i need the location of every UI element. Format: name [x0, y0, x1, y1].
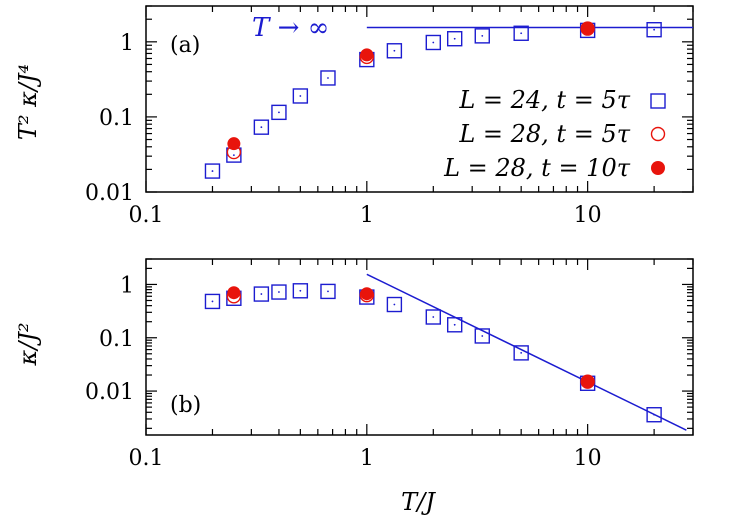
panel-label-a: (a) — [170, 33, 200, 58]
fit-line-power-law — [366, 273, 687, 431]
data-point-center-dot — [432, 41, 435, 44]
data-point-center-dot — [327, 290, 329, 293]
data-point-open-square — [292, 88, 309, 104]
legend-label-l24: L = 24, t = 5τ — [458, 86, 630, 114]
y-tick-label: 0.1 — [99, 327, 134, 352]
x-tick-label: 1 — [360, 446, 374, 471]
data-point-open-square — [474, 28, 490, 44]
data-point-center-dot — [260, 126, 263, 129]
y-axis-label-a: T² κ/J⁴ — [14, 64, 42, 140]
data-point-center-dot — [211, 300, 214, 303]
data-point-filled-circle — [581, 374, 595, 388]
data-point-open-square — [513, 25, 529, 41]
data-point-filled-circle — [581, 21, 595, 35]
data-point-open-square — [474, 328, 490, 344]
data-point-center-dot — [520, 32, 523, 35]
fit-line-b — [366, 273, 687, 431]
data-point-open-square — [646, 22, 662, 38]
y-tick-label: 0.1 — [99, 106, 134, 131]
data-point-center-dot — [481, 335, 484, 337]
data-point-center-dot — [278, 291, 280, 293]
data-point-open-square — [204, 293, 221, 310]
data-point-open-square — [646, 407, 662, 423]
data-point-open-square — [320, 283, 336, 300]
y-tick-label: 1 — [120, 31, 134, 56]
data-point-center-dot — [393, 303, 396, 306]
data-point-center-dot — [653, 413, 656, 416]
legend-marker-filled-circle — [651, 161, 665, 175]
data-point-open-square — [386, 43, 403, 59]
data-marks-a — [204, 21, 662, 179]
data-point-center-dot — [211, 170, 214, 172]
y-axis-label-b: κ/J² — [14, 322, 42, 366]
data-point-open-square — [253, 286, 270, 302]
data-point-center-dot — [481, 34, 484, 37]
data-point-center-dot — [299, 289, 302, 292]
panel-b: 0.1 1 10 0.01 0.1 1 (b) κ/J² T/J — [14, 258, 694, 516]
y-tick-label: 0.01 — [85, 181, 134, 206]
x-tick-label: 0.1 — [129, 446, 164, 471]
data-point-open-square — [320, 70, 336, 86]
x-tick-label: 1 — [360, 203, 374, 228]
data-point-center-dot — [432, 316, 435, 318]
data-point-center-dot — [453, 37, 456, 40]
x-tick-label: 10 — [574, 446, 602, 471]
data-point-open-square — [446, 317, 463, 333]
data-point-center-dot — [393, 49, 396, 52]
data-point-center-dot — [653, 28, 656, 31]
plot-frame-a — [145, 5, 694, 193]
data-point-center-dot — [260, 293, 263, 295]
data-point-open-square — [425, 309, 441, 325]
y-tick-label: 1 — [120, 273, 134, 298]
data-point-filled-circle — [227, 286, 241, 300]
data-point-filled-circle — [360, 48, 374, 62]
legend: L = 24, t = 5τ L = 28, t = 5τ L = 28, t … — [443, 86, 666, 182]
data-point-open-square — [386, 296, 403, 313]
data-point-open-square — [271, 104, 287, 121]
y-tick-label: 0.01 — [85, 380, 134, 405]
annotation-t-infinity: T → ∞ — [252, 13, 329, 43]
legend-label-l28-5: L = 28, t = 5τ — [458, 120, 630, 148]
axis-ticks-b: 0.1 1 10 0.01 0.1 1 — [85, 258, 694, 471]
data-point-open-square — [425, 34, 441, 51]
data-point-open-square — [292, 283, 309, 299]
data-point-open-square — [271, 284, 287, 300]
legend-marker-open-square — [650, 93, 666, 109]
data-marks-b — [204, 283, 662, 423]
data-point-center-dot — [327, 77, 329, 79]
data-point-center-dot — [520, 351, 523, 354]
data-point-open-square — [513, 345, 529, 361]
panel-label-b: (b) — [170, 393, 201, 418]
legend-label-l28-10: L = 28, t = 10τ — [443, 154, 631, 182]
data-point-filled-circle — [227, 137, 241, 151]
data-point-open-square — [253, 119, 270, 135]
data-point-open-square — [446, 31, 463, 47]
data-point-center-dot — [453, 323, 456, 326]
data-point-filled-circle — [360, 287, 374, 301]
x-tick-label: 10 — [574, 203, 602, 228]
data-point-center-dot — [232, 154, 235, 157]
legend-marker-open-circle — [650, 126, 666, 142]
data-point-open-square — [204, 163, 221, 179]
x-tick-label: 0.1 — [129, 203, 164, 228]
plot-frame-b — [145, 258, 694, 436]
data-point-center-dot — [278, 111, 280, 114]
data-point-center-dot — [299, 95, 302, 97]
x-axis-label: T/J — [401, 488, 436, 516]
